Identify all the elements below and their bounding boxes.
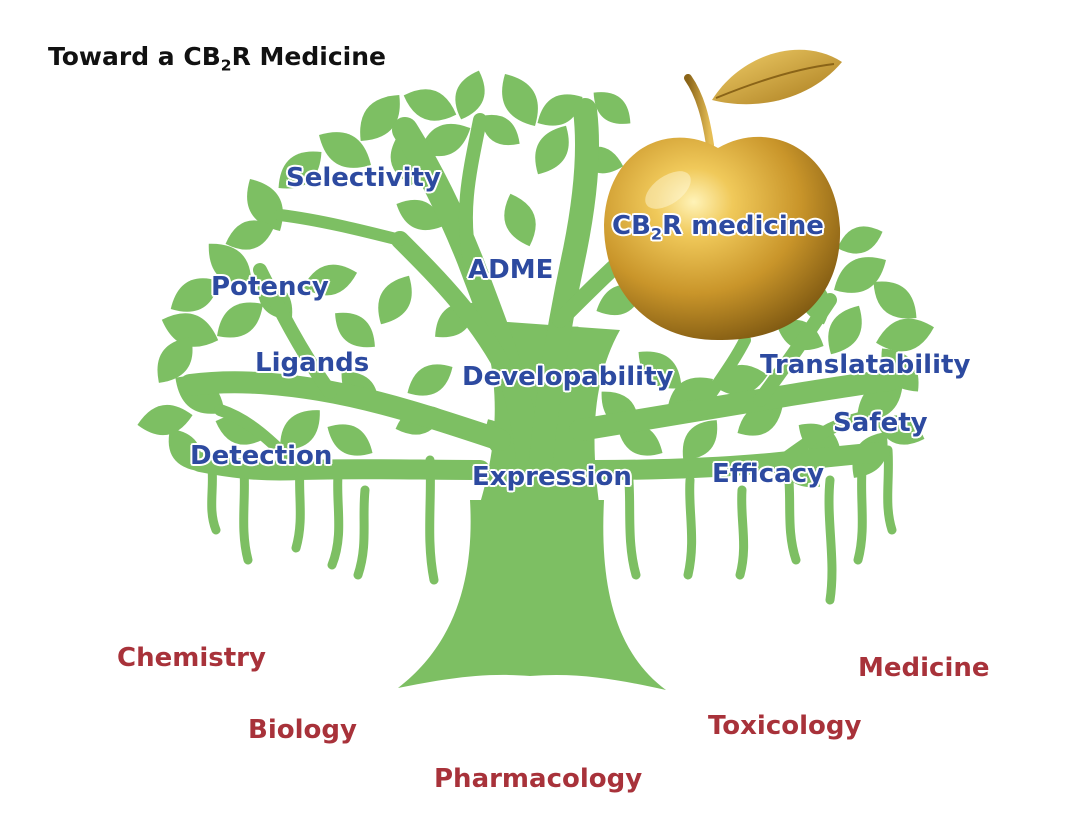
- discipline-toxicology: Toxicology: [708, 711, 862, 741]
- leaf: [638, 351, 682, 389]
- leaf: [873, 281, 917, 319]
- leaf: [247, 179, 283, 231]
- leaf: [157, 337, 193, 383]
- leaf: [828, 305, 862, 355]
- leaf: [682, 420, 718, 460]
- leaf: [407, 364, 453, 396]
- label-developability: Developability: [462, 362, 674, 392]
- leaf: [161, 313, 219, 347]
- label-detection: Detection: [190, 441, 333, 471]
- leaf: [208, 243, 252, 287]
- leaf: [396, 200, 444, 230]
- label-efficacy: Efficacy: [712, 459, 825, 489]
- discipline-pharmacology: Pharmacology: [434, 764, 643, 794]
- apple-label: CB2R medicine: [612, 211, 824, 244]
- leaf: [225, 220, 275, 250]
- leaf: [455, 70, 485, 120]
- label-potency: Potency: [211, 272, 329, 302]
- golden-apple: [604, 49, 842, 341]
- label-expression: Expression: [472, 462, 632, 492]
- leaf: [502, 74, 538, 126]
- leaf: [302, 264, 358, 296]
- leaf: [327, 424, 373, 456]
- label-safety: Safety: [833, 408, 928, 438]
- leaf: [537, 94, 583, 126]
- diagram-title: Toward a CB2R Medicine: [48, 42, 386, 75]
- leaf: [360, 95, 400, 141]
- discipline-medicine: Medicine: [858, 653, 990, 683]
- label-ligands: Ligands: [255, 348, 370, 378]
- leaf: [504, 193, 536, 247]
- label-translatability: Translatability: [760, 350, 971, 380]
- leaf: [876, 318, 934, 352]
- discipline-chemistry: Chemistry: [117, 643, 266, 673]
- leaf: [834, 257, 886, 293]
- leaf: [217, 302, 263, 338]
- leaf: [335, 312, 375, 348]
- leaf: [137, 404, 193, 436]
- leaf: [403, 89, 457, 121]
- leaf: [535, 125, 569, 175]
- leaf: [319, 132, 371, 168]
- label-adme: ADME: [468, 255, 554, 285]
- leaf: [278, 151, 322, 189]
- leaf: [419, 123, 471, 157]
- leaf: [593, 92, 631, 124]
- label-selectivity: Selectivity: [286, 163, 441, 193]
- leaf: [378, 275, 412, 325]
- leaf: [875, 415, 925, 445]
- discipline-biology: Biology: [248, 715, 357, 745]
- leaf: [280, 410, 320, 450]
- leaf: [480, 115, 520, 145]
- leaf: [837, 226, 883, 254]
- leaf: [170, 278, 220, 312]
